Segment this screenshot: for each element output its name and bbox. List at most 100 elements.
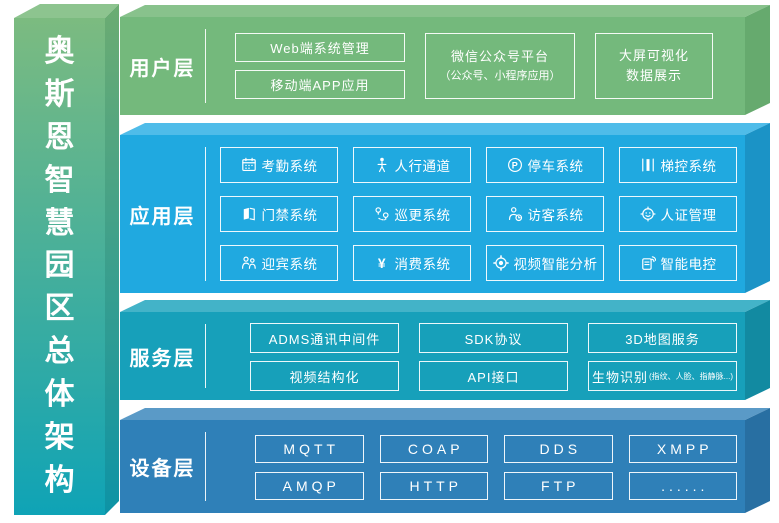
user-box-line: 数据展示 bbox=[625, 68, 682, 83]
app-box-label: 考勤系统 bbox=[261, 159, 318, 174]
label-divider bbox=[205, 324, 206, 388]
service-box: 视频结构化 bbox=[250, 361, 399, 391]
user-box-stack: Web端系统管理移动端APP应用 bbox=[235, 33, 405, 99]
pillar-title-char: 区 bbox=[44, 292, 75, 326]
layer-slab-user: 用户层 Web端系统管理移动端APP应用微信公众号平台（公众号、小程序应用）大屏… bbox=[120, 5, 770, 115]
layer-label-app: 应用层 bbox=[129, 205, 196, 228]
device-protocol-box: AMQP bbox=[255, 472, 364, 500]
label-divider bbox=[205, 29, 206, 103]
app-system-box: 人行通道 bbox=[353, 147, 471, 183]
service-box-label: 视频结构化 bbox=[289, 369, 360, 385]
app-layer-grid: 考勤系统 人行通道 P 停车系统 梯控系统门禁系统 巡更系统 访客系统 人证管理迎宾系统 ¥ 消费… bbox=[220, 147, 737, 281]
app-system-box: 门禁系统 bbox=[220, 196, 338, 232]
device-protocol-box: COAP bbox=[379, 435, 488, 463]
app-system-box: 巡更系统 bbox=[353, 196, 471, 232]
yuan-payment-icon: ¥ bbox=[374, 255, 390, 271]
layer-label-service: 服务层 bbox=[129, 347, 196, 370]
layer-top-face bbox=[120, 5, 770, 17]
app-box-label: 梯控系统 bbox=[660, 159, 717, 174]
pillar-title-char: 园 bbox=[44, 249, 75, 283]
layer-side-face bbox=[745, 408, 770, 513]
app-box-label: 人行通道 bbox=[394, 159, 451, 174]
layer-top-face bbox=[120, 408, 770, 420]
app-box-label: 智能电控 bbox=[660, 257, 717, 272]
user-layer-groups: Web端系统管理移动端APP应用 微信公众号平台 （公众号、小程序应用） 大屏可视化数… bbox=[235, 33, 713, 99]
layer-slab-app: 应用层 考勤系统 人行通道 P 停车系统 梯控系统门禁系统 巡更系统 访客系统 人证管理迎宾系… bbox=[120, 123, 770, 293]
pillar-title-char: 智 bbox=[44, 163, 75, 197]
device-protocol-box: HTTP bbox=[379, 472, 488, 500]
visitor-clock-icon bbox=[507, 206, 523, 222]
parking-icon: P bbox=[507, 157, 523, 173]
app-box-label: 消费系统 bbox=[394, 257, 451, 272]
app-box-label: 巡更系统 bbox=[394, 208, 451, 223]
app-system-box: ¥ 消费系统 bbox=[353, 245, 471, 281]
pillar-title-char: 构 bbox=[44, 463, 75, 497]
svg-text:P: P bbox=[511, 160, 518, 170]
service-box: 3D地图服务 bbox=[588, 323, 737, 353]
service-box-label: SDK协议 bbox=[464, 331, 523, 347]
service-box: SDK协议 bbox=[419, 323, 568, 353]
app-system-box: P 停车系统 bbox=[486, 147, 604, 183]
user-layer-box: 移动端APP应用 bbox=[235, 70, 405, 99]
app-box-label: 人证管理 bbox=[660, 208, 717, 223]
welcome-people-icon bbox=[241, 255, 257, 271]
video-analytics-icon bbox=[492, 255, 509, 271]
app-system-box: 视频智能分析 bbox=[486, 245, 604, 281]
pillar-side-face bbox=[105, 4, 119, 515]
app-system-box: 迎宾系统 bbox=[220, 245, 338, 281]
architecture-title-pillar: 奥斯恩智慧园区总体架构 bbox=[14, 18, 105, 515]
pillar-title-char: 奥 bbox=[44, 34, 75, 68]
layer-slab-service: 服务层 ADMS通讯中间件 SDK协议 3D地图服务视频结构化 API接口 生物识别(指… bbox=[120, 300, 770, 400]
service-layer-grid: ADMS通讯中间件 SDK协议 3D地图服务视频结构化 API接口 生物识别(指纹、人脸… bbox=[250, 323, 737, 391]
service-box: 生物识别(指纹、人脸、指静脉...) bbox=[588, 361, 737, 391]
app-system-box: 考勤系统 bbox=[220, 147, 338, 183]
svg-text:¥: ¥ bbox=[377, 255, 385, 271]
app-box-label: 视频智能分析 bbox=[513, 257, 598, 272]
app-box-label: 迎宾系统 bbox=[261, 257, 318, 272]
user-layer-box: 大屏可视化数据展示 bbox=[595, 33, 713, 99]
attendance-calendar-icon bbox=[241, 157, 257, 173]
device-protocol-box: FTP bbox=[504, 472, 613, 500]
smart-power-icon bbox=[640, 255, 656, 271]
patrol-pins-icon bbox=[374, 206, 390, 222]
service-box-label: ADMS通讯中间件 bbox=[268, 331, 381, 347]
pillar-title-char: 架 bbox=[44, 421, 75, 455]
layer-top-face bbox=[120, 123, 770, 135]
user-box-line: 微信公众号平台 bbox=[450, 49, 549, 65]
user-box-line: （公众号、小程序应用） bbox=[439, 69, 561, 82]
app-system-box: 智能电控 bbox=[619, 245, 737, 281]
device-protocol-box: ...... bbox=[628, 472, 737, 500]
access-door-icon bbox=[241, 206, 257, 222]
layer-side-face bbox=[745, 123, 770, 293]
app-box-label: 访客系统 bbox=[527, 208, 584, 223]
pillar-top-face bbox=[14, 4, 119, 18]
pillar-title-char: 恩 bbox=[44, 120, 75, 154]
label-divider bbox=[205, 147, 206, 281]
layer-side-face bbox=[745, 5, 770, 115]
pillar-title-char: 斯 bbox=[44, 77, 75, 111]
layer-front-face: 应用层 考勤系统 人行通道 P 停车系统 梯控系统门禁系统 巡更系统 访客系统 人证管理迎宾系… bbox=[120, 135, 745, 293]
layer-front-face: 用户层 Web端系统管理移动端APP应用微信公众号平台（公众号、小程序应用）大屏… bbox=[120, 17, 745, 115]
pillar-title-char: 总 bbox=[44, 335, 75, 369]
service-box-label: 生物识别 bbox=[591, 369, 648, 385]
layer-label-device: 设备层 bbox=[129, 458, 196, 480]
app-system-box: 梯控系统 bbox=[619, 147, 737, 183]
layer-side-face bbox=[745, 300, 770, 400]
user-layer-box: Web端系统管理 bbox=[235, 33, 405, 62]
app-system-box: 人证管理 bbox=[619, 196, 737, 232]
service-box: ADMS通讯中间件 bbox=[250, 323, 399, 353]
layer-front-face: 服务层 ADMS通讯中间件 SDK协议 3D地图服务视频结构化 API接口 生物识别(指… bbox=[120, 312, 745, 400]
service-box-label: API接口 bbox=[467, 369, 520, 385]
service-box: API接口 bbox=[419, 361, 568, 391]
app-system-box: 访客系统 bbox=[486, 196, 604, 232]
user-layer-box: 微信公众号平台 （公众号、小程序应用） bbox=[425, 33, 575, 99]
app-box-label: 停车系统 bbox=[527, 159, 584, 174]
service-box-label: 3D地图服务 bbox=[625, 331, 700, 347]
pedestrian-icon bbox=[374, 157, 390, 173]
elevator-icon bbox=[640, 157, 656, 173]
label-divider bbox=[205, 432, 206, 501]
pillar-title-char: 慧 bbox=[44, 206, 75, 240]
